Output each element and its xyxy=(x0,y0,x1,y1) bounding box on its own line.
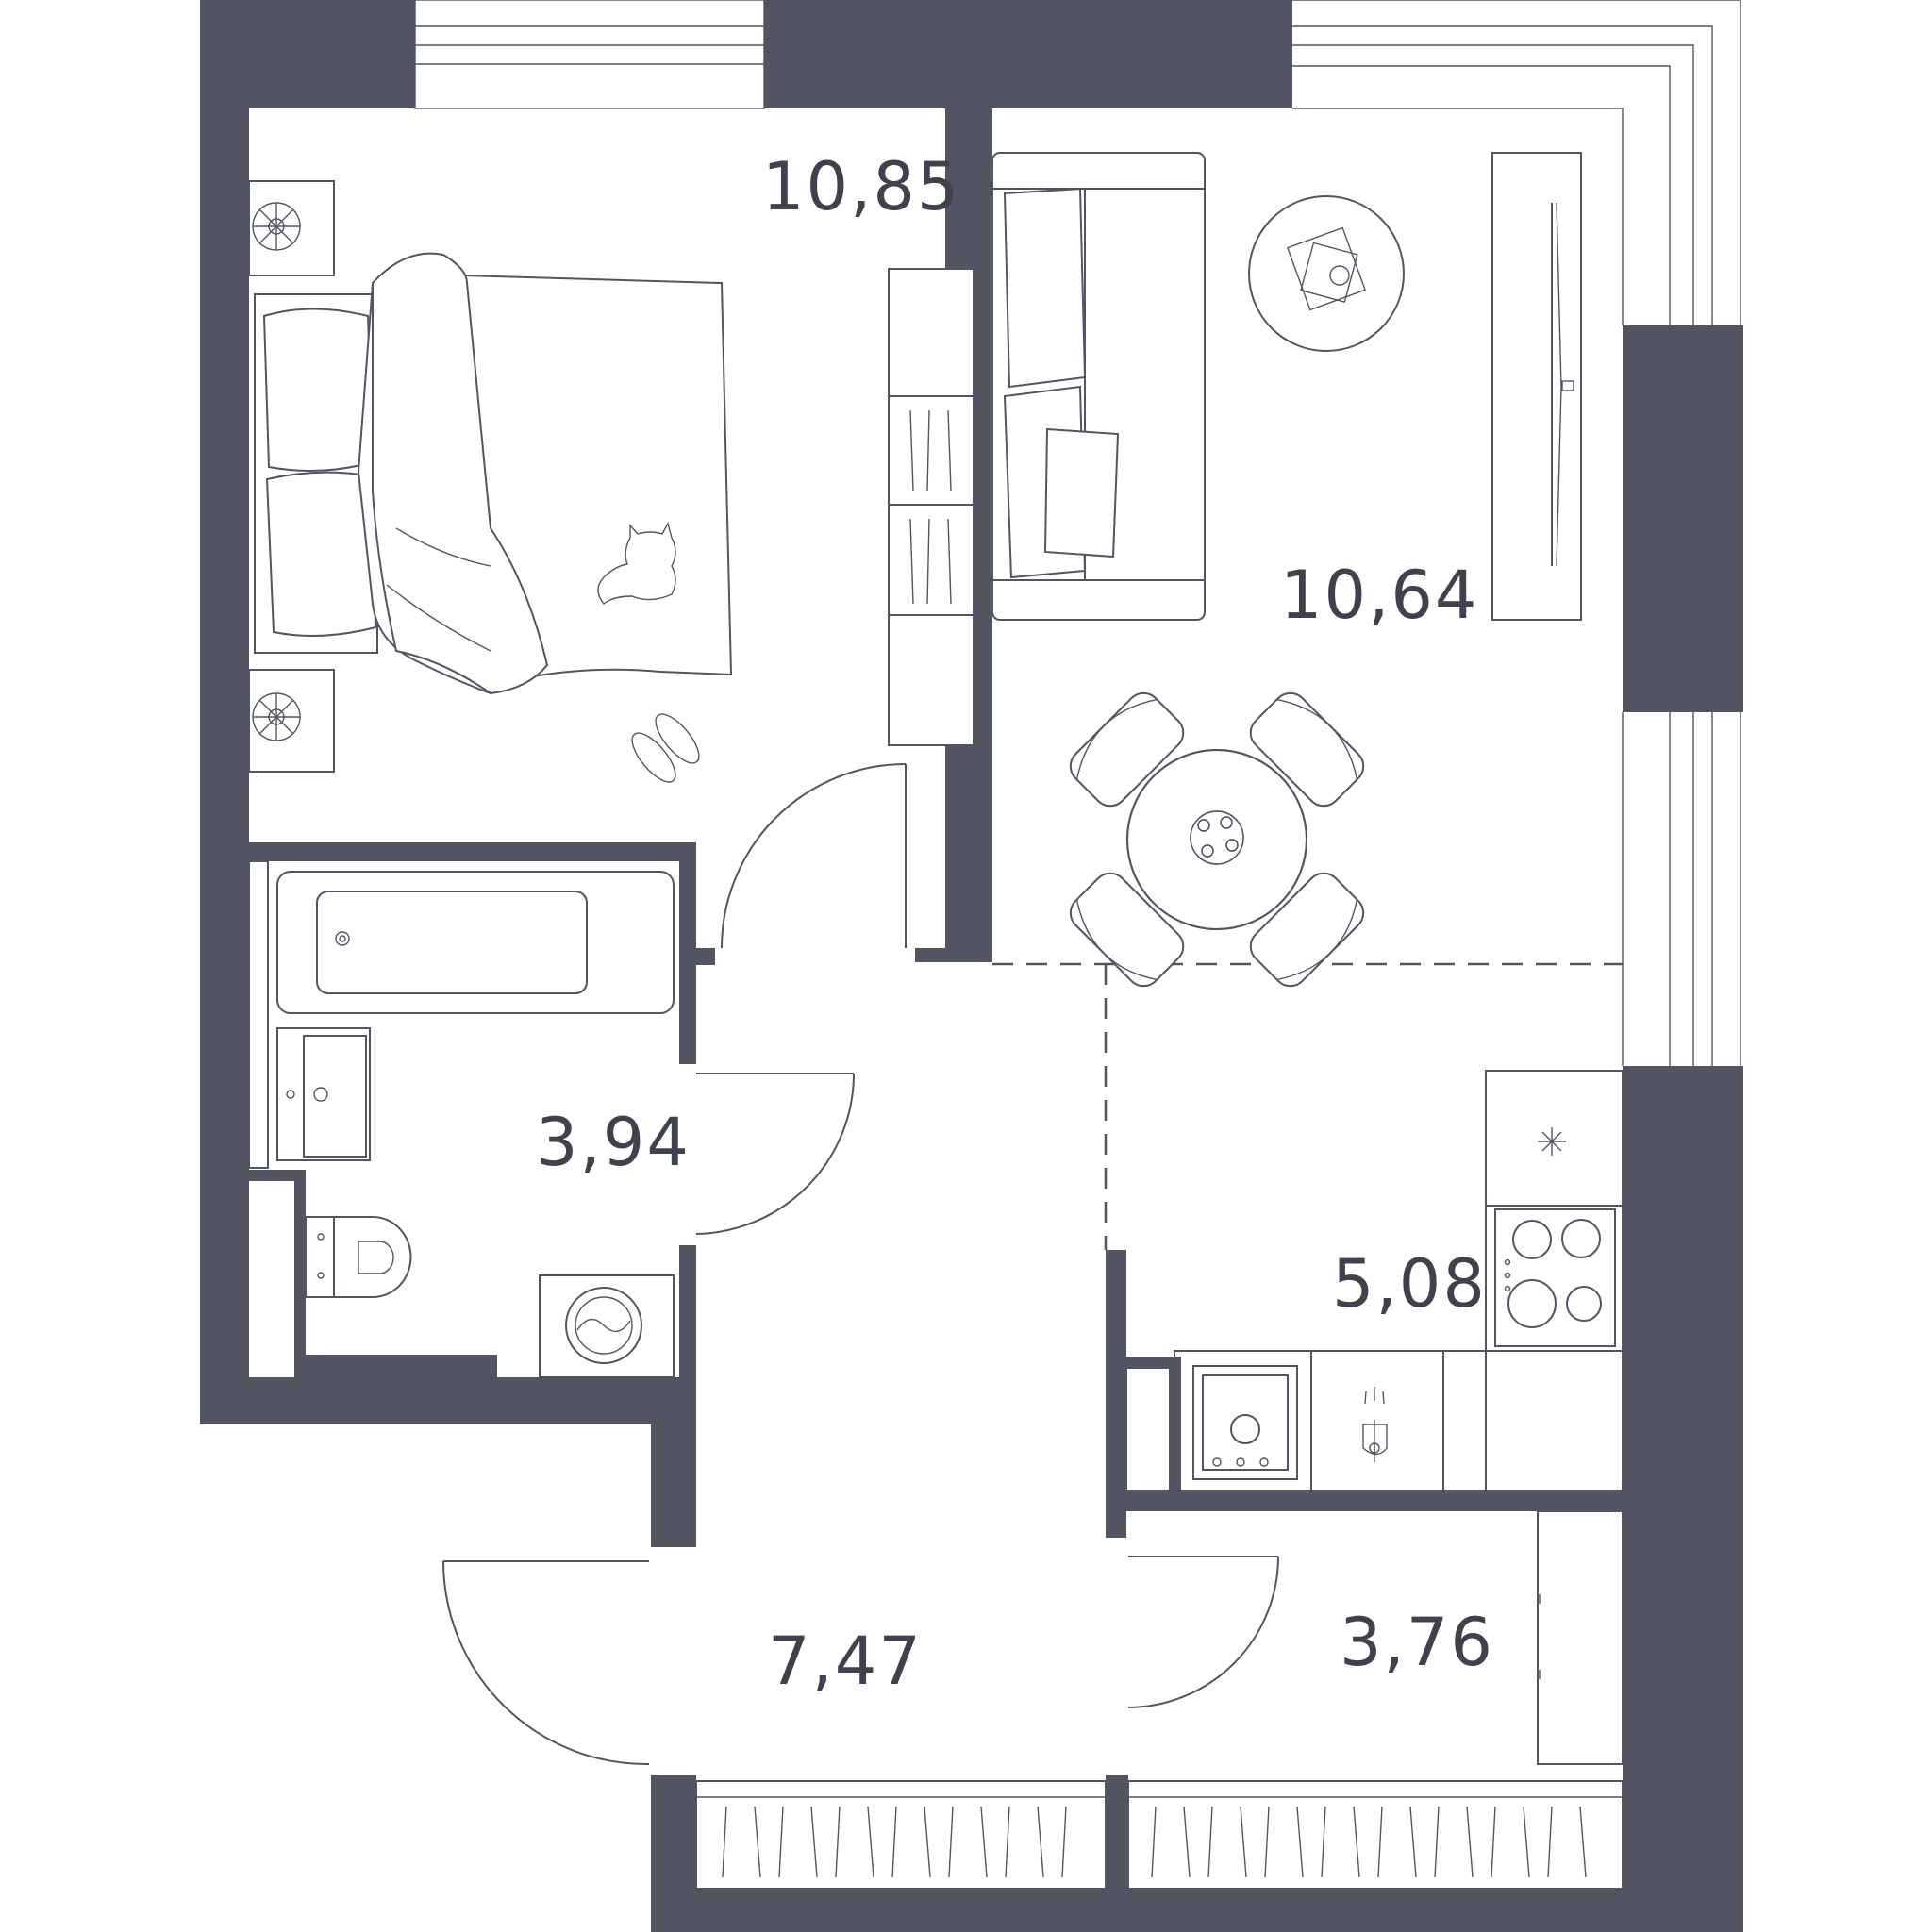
kitchen-sink xyxy=(1192,1365,1298,1480)
door-bedroom xyxy=(721,763,907,949)
balcony-left-hatch xyxy=(722,1806,1067,1878)
fridge-icon xyxy=(1538,1127,1566,1156)
sofa xyxy=(991,152,1206,621)
area-label-living: 10,64 xyxy=(1280,557,1478,634)
window-top-left xyxy=(414,0,765,109)
pipe-chase xyxy=(248,860,269,1169)
balcony-right xyxy=(1127,1780,1624,1890)
sink xyxy=(276,1027,371,1161)
window-top-right xyxy=(1292,0,1741,325)
bed xyxy=(254,252,733,695)
walls xyxy=(200,0,1743,1932)
area-label-bedroom: 10,85 xyxy=(762,148,960,225)
balcony-left xyxy=(695,1780,1107,1890)
zone-divider xyxy=(992,962,1623,1250)
wardrobe xyxy=(888,268,974,746)
door-entrance xyxy=(442,1560,650,1766)
toilet xyxy=(305,1216,412,1298)
area-label-storage: 3,76 xyxy=(1340,1604,1494,1681)
storage-wardrobe xyxy=(1537,1510,1624,1765)
washing-machine xyxy=(539,1274,675,1378)
area-label-kitchen: 5,08 xyxy=(1332,1245,1487,1323)
area-label-hall: 7,47 xyxy=(768,1623,923,1700)
dining-chairs xyxy=(1069,691,1365,988)
door-bathroom xyxy=(695,1073,855,1235)
nightstand-top xyxy=(248,180,335,276)
area-label-bathroom: 3,94 xyxy=(536,1104,691,1181)
slippers xyxy=(631,713,700,783)
kitchen-side-shelf xyxy=(1125,1367,1171,1491)
coffee-table xyxy=(1248,195,1405,352)
dishwasher-icon xyxy=(1362,1387,1388,1462)
kitchen-counter xyxy=(1174,1070,1624,1491)
door-storage xyxy=(1127,1556,1279,1708)
cooktop xyxy=(1494,1208,1616,1347)
bathtub xyxy=(276,871,675,1014)
tv-console xyxy=(1491,152,1582,621)
nightstand-bottom xyxy=(248,669,335,773)
cat-icon xyxy=(597,522,676,605)
window-right-middle xyxy=(1622,712,1741,1066)
balcony-right-hatch xyxy=(1151,1806,1587,1878)
